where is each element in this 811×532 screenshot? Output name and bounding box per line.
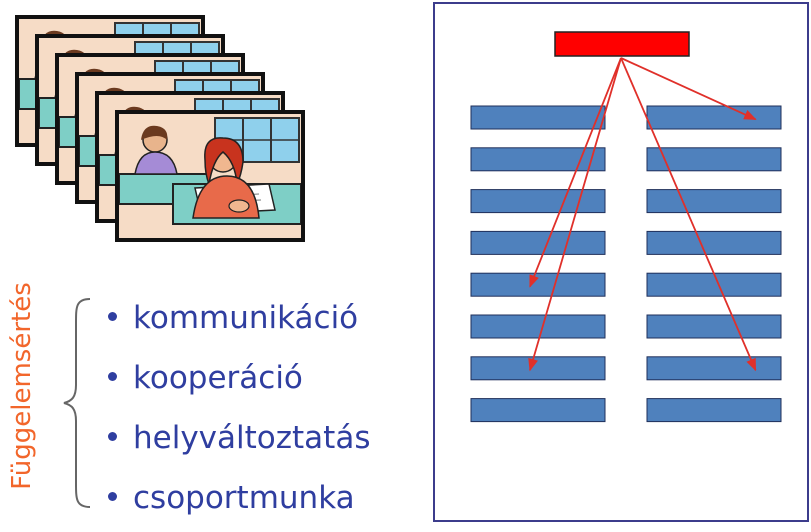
bullet-list: kommunikáció kooperáció helyváltoztatás … [108, 292, 370, 532]
list-item: helyváltoztatás [108, 412, 370, 472]
list-item-label: kommunikáció [133, 300, 359, 336]
student-desk [470, 272, 606, 297]
gaze-arrow [529, 57, 622, 288]
teacher-desk [554, 31, 690, 57]
student-desk [646, 189, 782, 214]
classroom-photo-card [115, 110, 305, 242]
student-desk [646, 356, 782, 381]
student-desk [470, 230, 606, 255]
classroom-diagram-panel [433, 2, 809, 522]
bullet-icon [108, 372, 117, 381]
student-desk [646, 105, 782, 130]
student-desk [470, 105, 606, 130]
student-desk [646, 230, 782, 255]
students-writing-illustration [119, 114, 301, 238]
student-desk [646, 314, 782, 339]
list-item: csoportmunka [108, 472, 370, 532]
student-desk [646, 272, 782, 297]
gaze-arrow [620, 57, 757, 121]
list-item: kommunikáció [108, 292, 370, 352]
student-desk [470, 398, 606, 423]
side-label: Függelemsértés [7, 282, 37, 490]
classroom-diagram [470, 31, 782, 423]
student-desk [470, 189, 606, 214]
bullet-icon [108, 492, 117, 501]
student-desk [646, 398, 782, 423]
gaze-arrow [620, 57, 757, 372]
classroom-photo-stack [0, 0, 330, 260]
gaze-arrow [528, 57, 622, 372]
list-item: kooperáció [108, 352, 370, 412]
student-desk [470, 356, 606, 381]
list-item-label: csoportmunka [133, 480, 355, 516]
bullet-icon [108, 312, 117, 321]
student-desk [470, 147, 606, 172]
bullet-icon [108, 432, 117, 441]
list-item-label: helyváltoztatás [133, 420, 371, 456]
list-item-label: kooperáció [133, 360, 303, 396]
student-desk [646, 147, 782, 172]
curly-brace-icon [63, 298, 91, 508]
student-desk [470, 314, 606, 339]
